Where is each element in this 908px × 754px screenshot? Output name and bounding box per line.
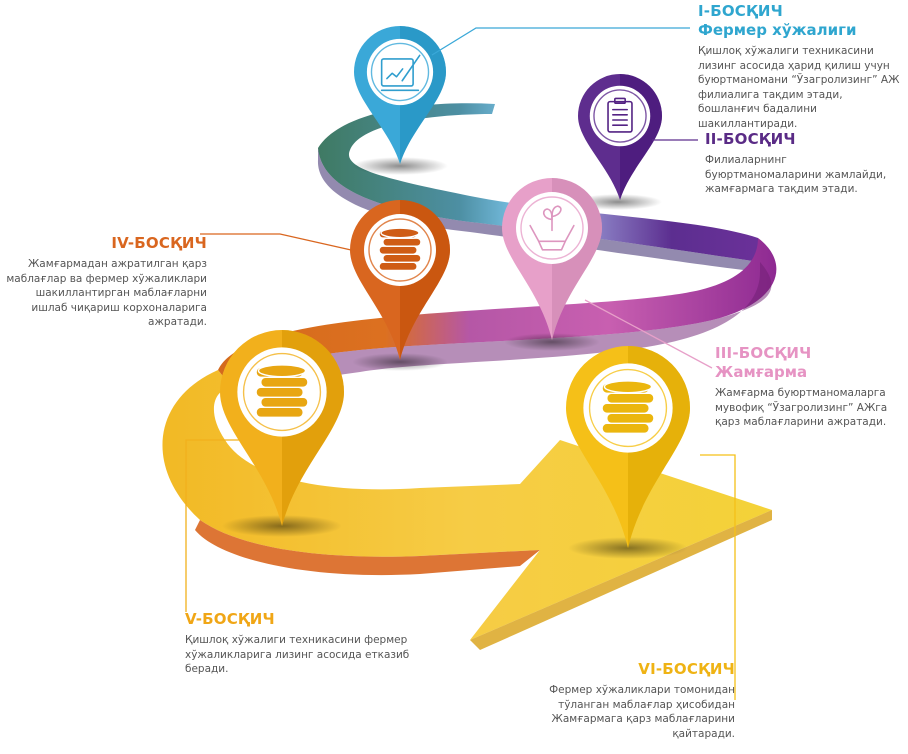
step6-pin-ring (588, 368, 668, 448)
step2-title: II-БОСҚИЧ (705, 130, 796, 148)
step1-subtitle: Фермер хўжалиги (698, 21, 857, 39)
step1-title: I-БОСҚИЧ (698, 2, 783, 20)
connector-step3 (584, 299, 713, 369)
connector-step4 (200, 233, 361, 253)
step3-block: III-БОСҚИЧ Жамғарма Жамғарма буюртманома… (715, 344, 905, 430)
step5-title: V-БОСҚИЧ (185, 610, 275, 628)
step3-title: III-БОСҚИЧ (715, 344, 812, 362)
step2-pin-face (589, 85, 651, 147)
step5-description: Қишлоқ хўжалиги техникасини фермер хўжал… (185, 634, 410, 675)
step1-block: I-БОСҚИЧ Фермер хўжалиги Қишлоқ хўжалиги… (698, 2, 903, 131)
step2-pin (578, 74, 662, 200)
pin-shadows (222, 157, 688, 559)
step2-block: II-БОСҚИЧ Филиаларнинг буюртманомаларини… (705, 130, 905, 197)
road-top-band (317, 103, 760, 272)
connector-step5 (185, 439, 250, 612)
road-bottom-band (162, 370, 772, 650)
coins-icon (378, 227, 422, 272)
step1-description: Қишлоқ хўжалиги техникасини лизинг асоси… (698, 45, 900, 130)
coins-icon (601, 380, 655, 435)
step3-description: Жамғарма буюртманомаларга мувофиқ “Ўзагр… (715, 387, 888, 428)
connector-step6 (700, 454, 736, 700)
pins-layer (220, 25, 690, 548)
step2-description: Филиаларнинг буюртманомаларини жамлайди,… (705, 154, 887, 195)
step6-block: VI-БОСҚИЧ Фермер хўжаликлари томонидан т… (530, 660, 735, 741)
document-pen-icon (380, 54, 421, 92)
step1-pin-ring (370, 42, 430, 102)
step6-title: VI-БОСҚИЧ (638, 660, 735, 678)
step4-block: IV-БОСҚИЧ Жамғармадан ажратилган қарз ма… (5, 234, 207, 330)
step2-pin-ring (593, 89, 647, 143)
clipboard-icon (607, 97, 633, 133)
step5-block: V-БОСҚИЧ Қишлоқ хўжалиги техникасини фер… (185, 610, 425, 677)
step4-pin-ring (368, 218, 432, 282)
hands-sprout-icon (529, 205, 575, 251)
step3-subtitle: Жамғарма (715, 363, 808, 381)
step1-pin (354, 25, 447, 165)
step5-pin-ring (242, 352, 322, 432)
step4-pin (350, 200, 450, 360)
step4-description: Жамғармадан ажратилган қарз маблағлар ва… (6, 258, 207, 328)
step3-pin (502, 178, 602, 340)
step5-pin (220, 330, 344, 526)
step6-pin (566, 346, 690, 548)
step3-pin-ring (520, 196, 584, 260)
step6-description: Фермер хўжаликлари томонидан тўланган ма… (549, 684, 735, 740)
connector-step1 (431, 27, 690, 56)
step4-title: IV-БОСҚИЧ (111, 234, 207, 252)
coins-icon (255, 364, 309, 419)
connector-lines (185, 27, 736, 700)
